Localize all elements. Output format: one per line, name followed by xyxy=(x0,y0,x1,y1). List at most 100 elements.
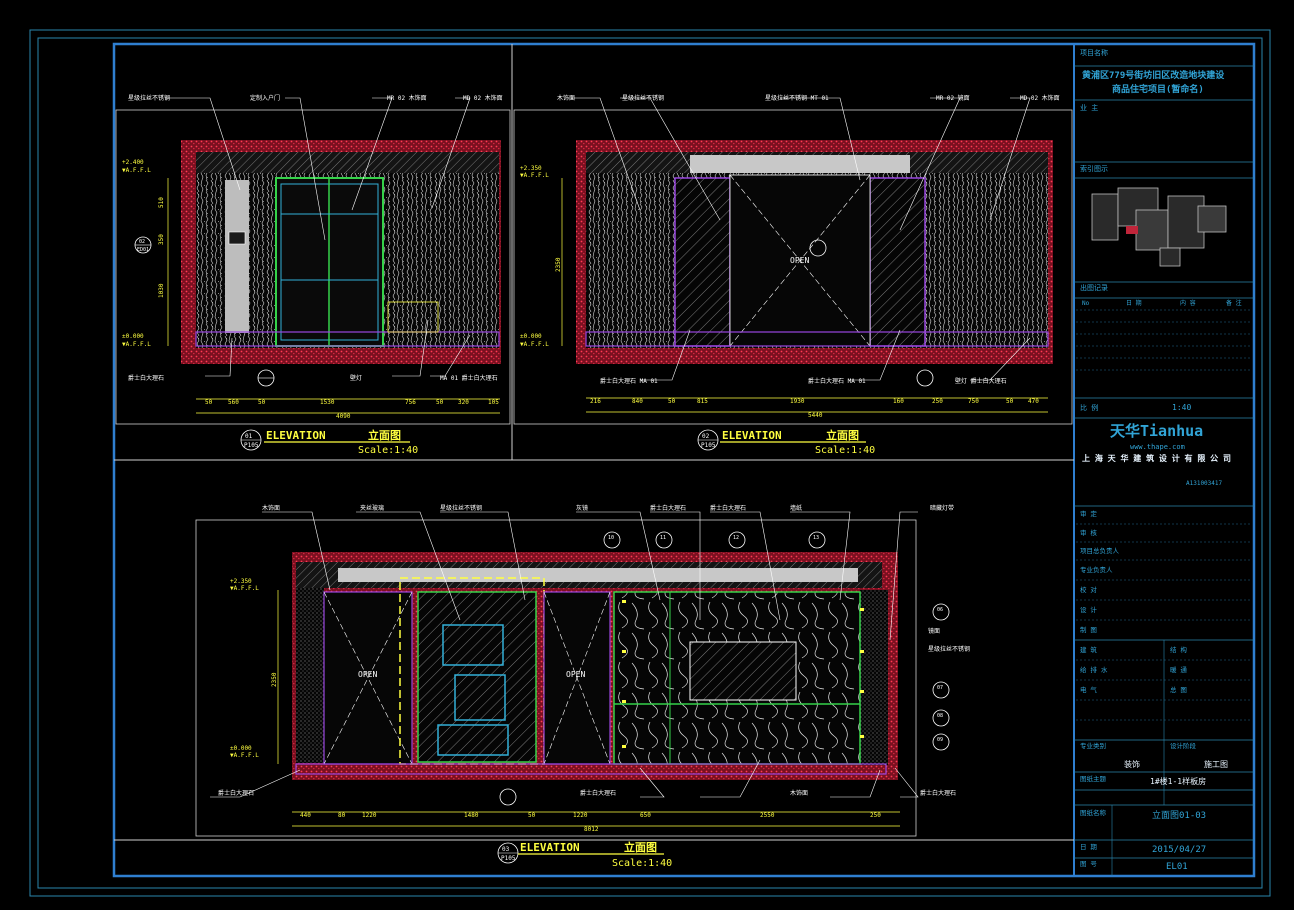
sign-approve-label: 审 定 xyxy=(1080,509,1097,518)
client-label: 业 主 xyxy=(1080,103,1098,112)
svg-text:1930: 1930 xyxy=(790,398,805,405)
elev02-open-label: OPEN xyxy=(790,256,809,265)
elevation-01: 星级拉丝不锈钢 定制入户门 MR 02 木饰面 MD 02 木饰面 爵士白大理石… xyxy=(122,94,503,456)
svg-text:木饰面: 木饰面 xyxy=(262,504,280,512)
project-name-line-1: 黄浦区779号街坊旧区改造地块建设 xyxy=(1082,69,1225,81)
svg-text:560: 560 xyxy=(228,399,239,406)
svg-text:木饰面: 木饰面 xyxy=(790,789,808,797)
detail-ref-07: 07 xyxy=(937,685,943,691)
svg-text:MR 02 木饰面: MR 02 木饰面 xyxy=(387,94,427,102)
svg-text:750: 750 xyxy=(968,398,979,405)
svg-text:80: 80 xyxy=(338,812,346,819)
grid-struct-label: 结 构 xyxy=(1170,645,1187,654)
grid-hvac-label: 暖 通 xyxy=(1170,665,1187,674)
svg-text:+2.350: +2.350 xyxy=(520,165,542,172)
svg-text:▼A.F.F.L: ▼A.F.F.L xyxy=(520,341,549,348)
svg-text:2350: 2350 xyxy=(555,257,562,272)
project-name-line-2: 商品住宅项目(暂命名) xyxy=(1112,83,1204,95)
detail-ref-12: 12 xyxy=(733,535,739,541)
svg-text:2550: 2550 xyxy=(760,812,775,819)
drawing-name-label: 图纸名称 xyxy=(1080,808,1107,817)
svg-text:▼A.F.F.L: ▼A.F.F.L xyxy=(122,341,151,348)
svg-text:160: 160 xyxy=(893,398,904,405)
svg-text:爵士白大理石: 爵士白大理石 xyxy=(710,504,746,512)
title-block: 项目名称 黄浦区779号街坊旧区改造地块建设 商品住宅项目(暂命名) 业 主 索… xyxy=(1074,48,1254,876)
svg-text:星级拉丝不锈钢: 星级拉丝不锈钢 xyxy=(928,645,970,653)
svg-text:1530: 1530 xyxy=(320,399,335,406)
svg-text:星级拉丝不锈钢: 星级拉丝不锈钢 xyxy=(440,504,482,512)
stage-label-2: 设计阶段 xyxy=(1170,741,1197,750)
elev01-title: ELEVATION xyxy=(266,429,326,442)
key-plan-image xyxy=(1091,187,1227,267)
svg-text:木饰面: 木饰面 xyxy=(557,94,575,102)
elev01-bubble-sheet: P105 xyxy=(244,442,259,449)
elev02-title: ELEVATION xyxy=(722,429,782,442)
svg-text:1030: 1030 xyxy=(158,283,165,298)
elevation-02: OPEN 木饰面 星级拉丝不锈钢 星级拉丝不锈钢 MT 01 MR 02 镜面 … xyxy=(520,94,1060,456)
date-value: 2015/04/27 xyxy=(1152,845,1206,855)
detail-ref-06: 06 xyxy=(937,607,943,613)
svg-text:爵士白大理石: 爵士白大理石 xyxy=(650,504,686,512)
svg-text:50: 50 xyxy=(436,399,444,406)
svg-text:暗藏灯带: 暗藏灯带 xyxy=(930,504,954,512)
sign-draw-label: 制 图 xyxy=(1080,625,1097,634)
elevation-03: OPEN OPEN xyxy=(210,504,970,869)
svg-text:756: 756 xyxy=(405,399,416,406)
elev03-scale: Scale:1:40 xyxy=(612,858,672,869)
svg-text:+2.350: +2.350 xyxy=(230,578,252,585)
svg-text:02: 02 xyxy=(139,239,145,245)
elev01-scale: Scale:1:40 xyxy=(358,445,418,456)
drawing-name-value: 立面图01-03 xyxy=(1152,809,1206,821)
subject-value: 1#楼1-1样板房 xyxy=(1150,776,1206,786)
outer-border xyxy=(29,29,1271,897)
svg-text:爵士白大理石: 爵士白大理石 xyxy=(128,374,164,382)
detail-ref-13: 13 xyxy=(813,535,819,541)
svg-text:灰镜: 灰镜 xyxy=(576,504,588,512)
elev02-title-cn: 立面图 xyxy=(826,428,859,442)
svg-text:夹丝玻璃: 夹丝玻璃 xyxy=(360,504,384,512)
project-label: 项目名称 xyxy=(1080,48,1108,57)
svg-text:±0.000: ±0.000 xyxy=(230,745,252,752)
svg-text:50: 50 xyxy=(668,398,676,405)
number-label: 图 号 xyxy=(1080,860,1097,868)
elev03-open-label-1: OPEN xyxy=(358,670,377,679)
svg-text:815: 815 xyxy=(697,398,708,405)
elev02-bubble-num: 02 xyxy=(702,433,710,440)
svg-text:爵士白大理石: 爵士白大理石 xyxy=(218,789,254,797)
svg-text:1220: 1220 xyxy=(573,812,588,819)
date-label: 日 期 xyxy=(1080,843,1097,851)
sign-lead-label: 专业负责人 xyxy=(1080,565,1113,574)
svg-text:墙纸: 墙纸 xyxy=(790,504,802,512)
revision-label: 出图记录 xyxy=(1080,283,1108,292)
svg-text:ED01: ED01 xyxy=(137,247,149,253)
svg-text:50: 50 xyxy=(1006,398,1014,405)
svg-text:壁灯: 壁灯 xyxy=(350,374,362,382)
grid-site-label: 总 图 xyxy=(1170,685,1187,694)
svg-text:▼A.F.F.L: ▼A.F.F.L xyxy=(230,585,259,592)
svg-text:▼A.F.F.L: ▼A.F.F.L xyxy=(520,172,549,179)
sign-check-label: 校 对 xyxy=(1080,585,1097,594)
svg-text:5440: 5440 xyxy=(808,412,823,419)
svg-text:星级拉丝不锈钢 MT 01: 星级拉丝不锈钢 MT 01 xyxy=(765,94,829,102)
elev01-bubble-num: 01 xyxy=(245,433,253,440)
rev-header-no: No xyxy=(1082,300,1090,307)
svg-text:壁灯 爵士白大理石: 壁灯 爵士白大理石 xyxy=(955,377,1007,385)
svg-text:爵士白大理石 MA 01: 爵士白大理石 MA 01 xyxy=(600,377,658,385)
sign-design-label: 设 计 xyxy=(1080,605,1097,614)
elev03-bubble-num: 03 xyxy=(502,846,510,853)
sign-review-label: 审 核 xyxy=(1080,528,1097,537)
svg-text:320: 320 xyxy=(458,399,469,406)
svg-text:▼A.F.F.L: ▼A.F.F.L xyxy=(122,167,151,174)
svg-text:50: 50 xyxy=(205,399,213,406)
svg-text:250: 250 xyxy=(932,398,943,405)
svg-text:±0.000: ±0.000 xyxy=(520,333,542,340)
stage-label: 专业类别 xyxy=(1080,741,1106,750)
svg-text:470: 470 xyxy=(1028,398,1039,405)
svg-text:8012: 8012 xyxy=(584,826,599,833)
grid-elec-label: 电 气 xyxy=(1080,685,1097,694)
rev-header-remark: 备 注 xyxy=(1226,299,1242,307)
svg-text:250: 250 xyxy=(870,812,881,819)
discipline-value: 装饰 xyxy=(1124,759,1140,769)
grid-plumb-label: 给 排 水 xyxy=(1080,665,1108,674)
